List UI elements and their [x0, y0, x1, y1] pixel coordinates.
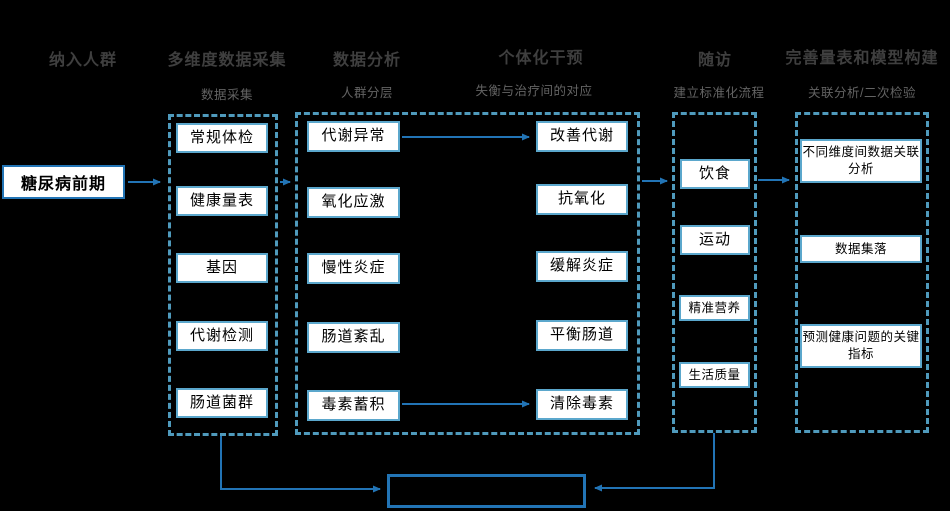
stage-subtitle-imbalance-treatment: 失衡与治疗间的对应	[475, 84, 593, 98]
stage-title-data-analysis: 数据分析	[332, 52, 401, 69]
stage-title-enrollment: 纳入人群	[48, 52, 117, 69]
stage-title-intervention: 个体化干预	[498, 50, 584, 67]
entry-box-prediabetes: 糖尿病前期	[2, 165, 125, 199]
stage-subtitle-data-collection: 数据采集	[200, 88, 253, 102]
stage-title-model-building: 完善量表和模型构建	[785, 50, 939, 67]
node-key-health-indicators: 预测健康问题的关键指标	[800, 324, 922, 368]
node-data-clusters: 数据集落	[800, 235, 922, 263]
node-health-scale: 健康量表	[176, 186, 268, 216]
node-gut-disorder: 肠道紊乱	[307, 322, 400, 353]
group-model-building	[795, 112, 929, 433]
node-precision-nutrition: 精准营养	[679, 295, 750, 321]
node-oxidative-stress: 氧化应激	[307, 187, 400, 218]
node-gene: 基因	[176, 253, 268, 283]
node-remove-toxins: 清除毒素	[536, 389, 628, 420]
node-metabolic-abnormality: 代谢异常	[307, 121, 400, 152]
group-analysis-intervention	[295, 112, 640, 435]
group-data-collection	[168, 114, 278, 436]
node-improve-metabolism: 改善代谢	[536, 121, 628, 152]
node-relieve-inflammation: 缓解炎症	[536, 251, 628, 282]
connector-collection-to-summary	[220, 436, 381, 493]
node-exercise: 运动	[680, 225, 750, 255]
stage-subtitle-standardized-process: 建立标准化流程	[673, 86, 765, 100]
node-metabolic-test: 代谢检测	[176, 321, 268, 351]
node-diet: 饮食	[680, 159, 750, 189]
node-routine-checkup: 常规体检	[176, 123, 268, 153]
stage-title-data-collection: 多维度数据采集	[167, 52, 287, 69]
connector-followup-to-summary	[594, 433, 715, 492]
node-chronic-inflammation: 慢性炎症	[307, 253, 400, 284]
stage-subtitle-stratification: 人群分层	[340, 86, 393, 100]
node-cross-dimension-correlation: 不同维度间数据关联分析	[800, 139, 922, 183]
summary-box	[387, 474, 586, 508]
node-quality-of-life: 生活质量	[679, 362, 750, 388]
node-toxin-accumulation: 毒素蓄积	[307, 390, 400, 421]
node-gut-flora: 肠道菌群	[176, 388, 268, 418]
node-antioxidation: 抗氧化	[536, 184, 628, 215]
stage-subtitle-correlation-check: 关联分析/二次检验	[808, 86, 916, 100]
node-balance-gut: 平衡肠道	[536, 320, 628, 351]
group-followup	[672, 112, 757, 433]
stage-title-followup: 随访	[697, 52, 732, 69]
